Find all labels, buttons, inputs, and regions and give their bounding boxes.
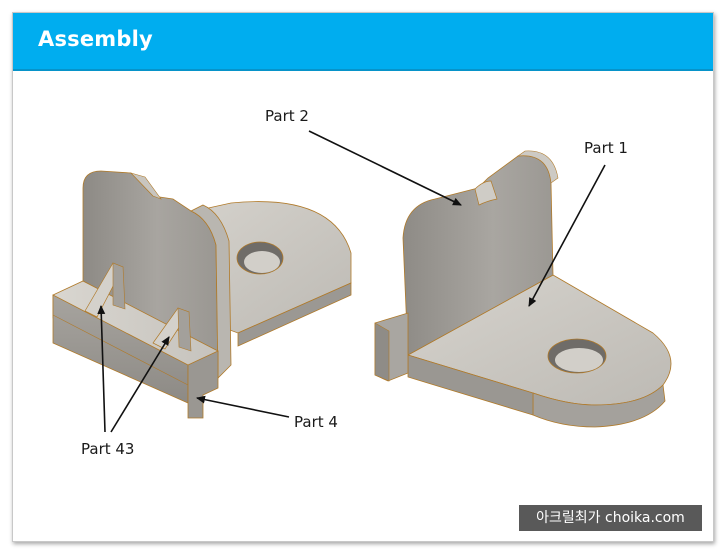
callout-part4: Part 4 (294, 413, 338, 431)
arrow-part43-a (97, 305, 106, 433)
callout-part1: Part 1 (584, 139, 628, 157)
arrow-part2 (308, 130, 462, 206)
arrow-part1 (528, 164, 606, 307)
arrow-part43-b (110, 336, 170, 433)
slide-header: Assembly (13, 13, 713, 71)
callout-part2: Part 2 (265, 107, 309, 125)
right-plate-edge (532, 384, 666, 428)
slide-title: Assembly (38, 27, 153, 51)
part2-groove (474, 180, 498, 206)
assembly-drawing (52, 130, 672, 433)
part4-block-side (187, 350, 219, 419)
left-assembly (52, 170, 352, 419)
right-wall-top-edge (516, 150, 559, 184)
left-wall-side (190, 204, 232, 379)
left-plate-edge (237, 282, 352, 347)
arrow-part4 (196, 395, 290, 418)
watermark-badge: 아크릴최가 choika.com (519, 505, 702, 531)
left-wall-notch (130, 172, 162, 200)
slide-frame: Assembly (12, 12, 714, 542)
right-assembly (374, 150, 672, 428)
callout-part43: Part 43 (81, 440, 135, 458)
